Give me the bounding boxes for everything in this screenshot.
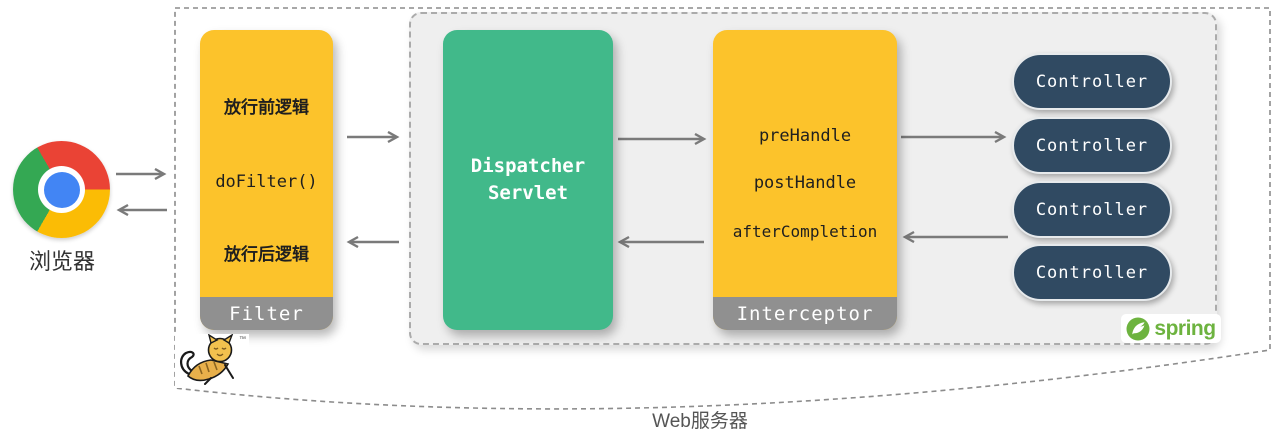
- interceptor-method-posthandle: postHandle: [753, 173, 857, 193]
- web-server-label: Web服务器: [652, 411, 748, 432]
- dispatcher-title-line2: Servlet: [487, 182, 569, 204]
- controller-pill-2: Controller: [1012, 117, 1172, 174]
- interceptor-method-aftercompletion: afterCompletion: [732, 222, 878, 241]
- chrome-icon: [13, 141, 110, 238]
- filter-band-label: Filter: [200, 297, 333, 330]
- tomcat-icon: ™: [175, 333, 249, 388]
- dispatcher-title-line1: Dispatcher: [470, 155, 586, 177]
- dispatcher-servlet-box: Dispatcher Servlet: [443, 30, 613, 330]
- filter-method: doFilter(): [215, 172, 318, 192]
- filter-pre-text: 放行前逻辑: [224, 98, 309, 117]
- spring-leaf-icon: [1126, 317, 1150, 340]
- browser-label: 浏览器: [28, 249, 95, 274]
- chrome-icon-blue-core: [43, 171, 80, 208]
- filter-box: 放行前逻辑 doFilter() 放行后逻辑 Filter: [200, 30, 333, 330]
- interceptor-method-prehandle: preHandle: [758, 126, 852, 146]
- spring-brand-text: spring: [1154, 317, 1216, 340]
- controller-pill-1: Controller: [1012, 53, 1172, 110]
- controller-pill-3: Controller: [1012, 181, 1172, 238]
- web-server-boundary: [174, 7, 1271, 410]
- spring-logo: spring: [1121, 314, 1221, 343]
- tomcat-trademark: ™: [239, 336, 246, 343]
- controller-pill-4: Controller: [1012, 244, 1172, 301]
- interceptor-box: preHandle postHandle afterCompletion Int…: [713, 30, 897, 330]
- interceptor-band-label: Interceptor: [713, 297, 897, 330]
- filter-post-text: 放行后逻辑: [224, 245, 309, 264]
